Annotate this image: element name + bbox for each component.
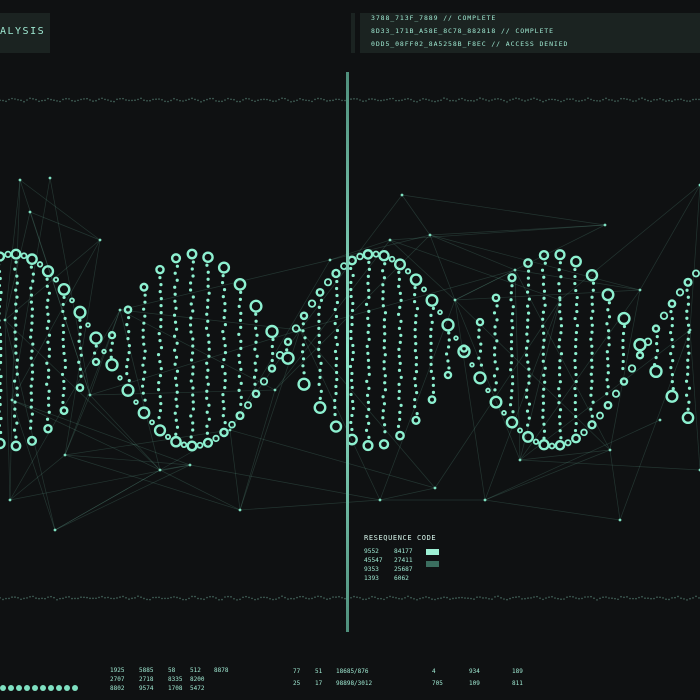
footer-value: 17 — [315, 680, 323, 687]
resequence-value: 1393 — [364, 575, 379, 582]
resequence-row: 9353 25687 — [364, 566, 424, 573]
app-title: ALYSIS — [0, 26, 46, 37]
network-mesh-graphic — [3, 176, 700, 532]
status-line: 3788_713F_7889 // COMPLETE — [371, 14, 497, 22]
footer-column: 1925 2707 8802 — [110, 666, 124, 693]
indicator-dot — [8, 685, 14, 691]
status-line: 0DD5_08FF02_8A5258B_F8EC // ACCESS DENIE… — [371, 40, 569, 48]
footer-column: 4 705 — [432, 666, 443, 690]
indicator-dot — [0, 685, 6, 691]
status-marker — [351, 13, 355, 53]
indicator-dot — [24, 685, 30, 691]
footer-value: 1925 — [110, 667, 125, 674]
footer-value: 18685/876 — [336, 668, 369, 675]
resequence-swatch[interactable] — [426, 549, 439, 555]
footer-value: 98898/3012 — [336, 680, 373, 687]
resequence-value: 9353 — [364, 566, 379, 573]
footer-column: 5885 2718 9574 — [139, 666, 153, 693]
footer-column: 77 25 — [293, 666, 300, 690]
scan-line[interactable] — [346, 72, 349, 632]
footer-column: 934 109 — [469, 666, 480, 690]
footer-value: 5885 — [139, 667, 154, 674]
resequence-title: RESEQUENCE CODE — [364, 534, 437, 542]
status-panel: 3788_713F_7889 // COMPLETE 8D33_171B_A58… — [360, 13, 700, 53]
footer-value: 25 — [293, 680, 301, 687]
resequence-value: 6062 — [394, 575, 409, 582]
footer-column: 58 8335 1708 — [168, 666, 182, 693]
footer-column: 512 8200 5472 — [190, 666, 204, 693]
resequence-value: 27411 — [394, 557, 413, 564]
footer-value: 1708 — [168, 685, 183, 692]
footer-value: 811 — [512, 680, 523, 687]
footer-value: 8802 — [110, 685, 125, 692]
resequence-value: 9552 — [364, 548, 379, 555]
footer-value: 934 — [469, 668, 480, 675]
indicator-dot — [32, 685, 38, 691]
footer-value: 51 — [315, 668, 323, 675]
footer-value: 9574 — [139, 685, 154, 692]
dotted-guides — [0, 97, 700, 601]
progress-dots — [0, 676, 80, 695]
indicator-dot — [40, 685, 46, 691]
footer-value: 58 — [168, 667, 176, 674]
resequence-value: 25687 — [394, 566, 413, 573]
resequence-value: 84177 — [394, 548, 413, 555]
footer-value: 2707 — [110, 676, 125, 683]
footer-value: 512 — [190, 667, 201, 674]
resequence-swatch[interactable] — [426, 561, 439, 567]
status-line: 8D33_171B_A58E_8C78_882818 // COMPLETE — [371, 27, 554, 35]
indicator-dot — [56, 685, 62, 691]
footer-value: 705 — [432, 680, 443, 687]
footer-value: 4 — [432, 668, 436, 675]
footer-value: 5472 — [190, 685, 205, 692]
resequence-row: 45547 27411 — [364, 557, 424, 564]
footer-value: 8878 — [214, 667, 229, 674]
dna-helix-graphic — [0, 248, 700, 452]
footer-column: 8878 — [214, 666, 228, 675]
footer-value: 109 — [469, 680, 480, 687]
indicator-dot — [16, 685, 22, 691]
indicator-dot — [48, 685, 54, 691]
resequence-row: 1393 6062 — [364, 575, 424, 582]
footer-value: 8200 — [190, 676, 205, 683]
footer-column: 18685/876 98898/3012 — [336, 666, 372, 690]
resequence-row: 9552 84177 — [364, 548, 424, 555]
footer-value: 189 — [512, 668, 523, 675]
indicator-dot — [72, 685, 78, 691]
indicator-dot — [64, 685, 70, 691]
resequence-value: 45547 — [364, 557, 383, 564]
footer-column: 189 811 — [512, 666, 523, 690]
footer-column: 51 17 — [315, 666, 322, 690]
footer-value: 77 — [293, 668, 301, 675]
title-panel: ALYSIS — [0, 13, 50, 53]
footer-value: 8335 — [168, 676, 183, 683]
footer-value: 2718 — [139, 676, 154, 683]
